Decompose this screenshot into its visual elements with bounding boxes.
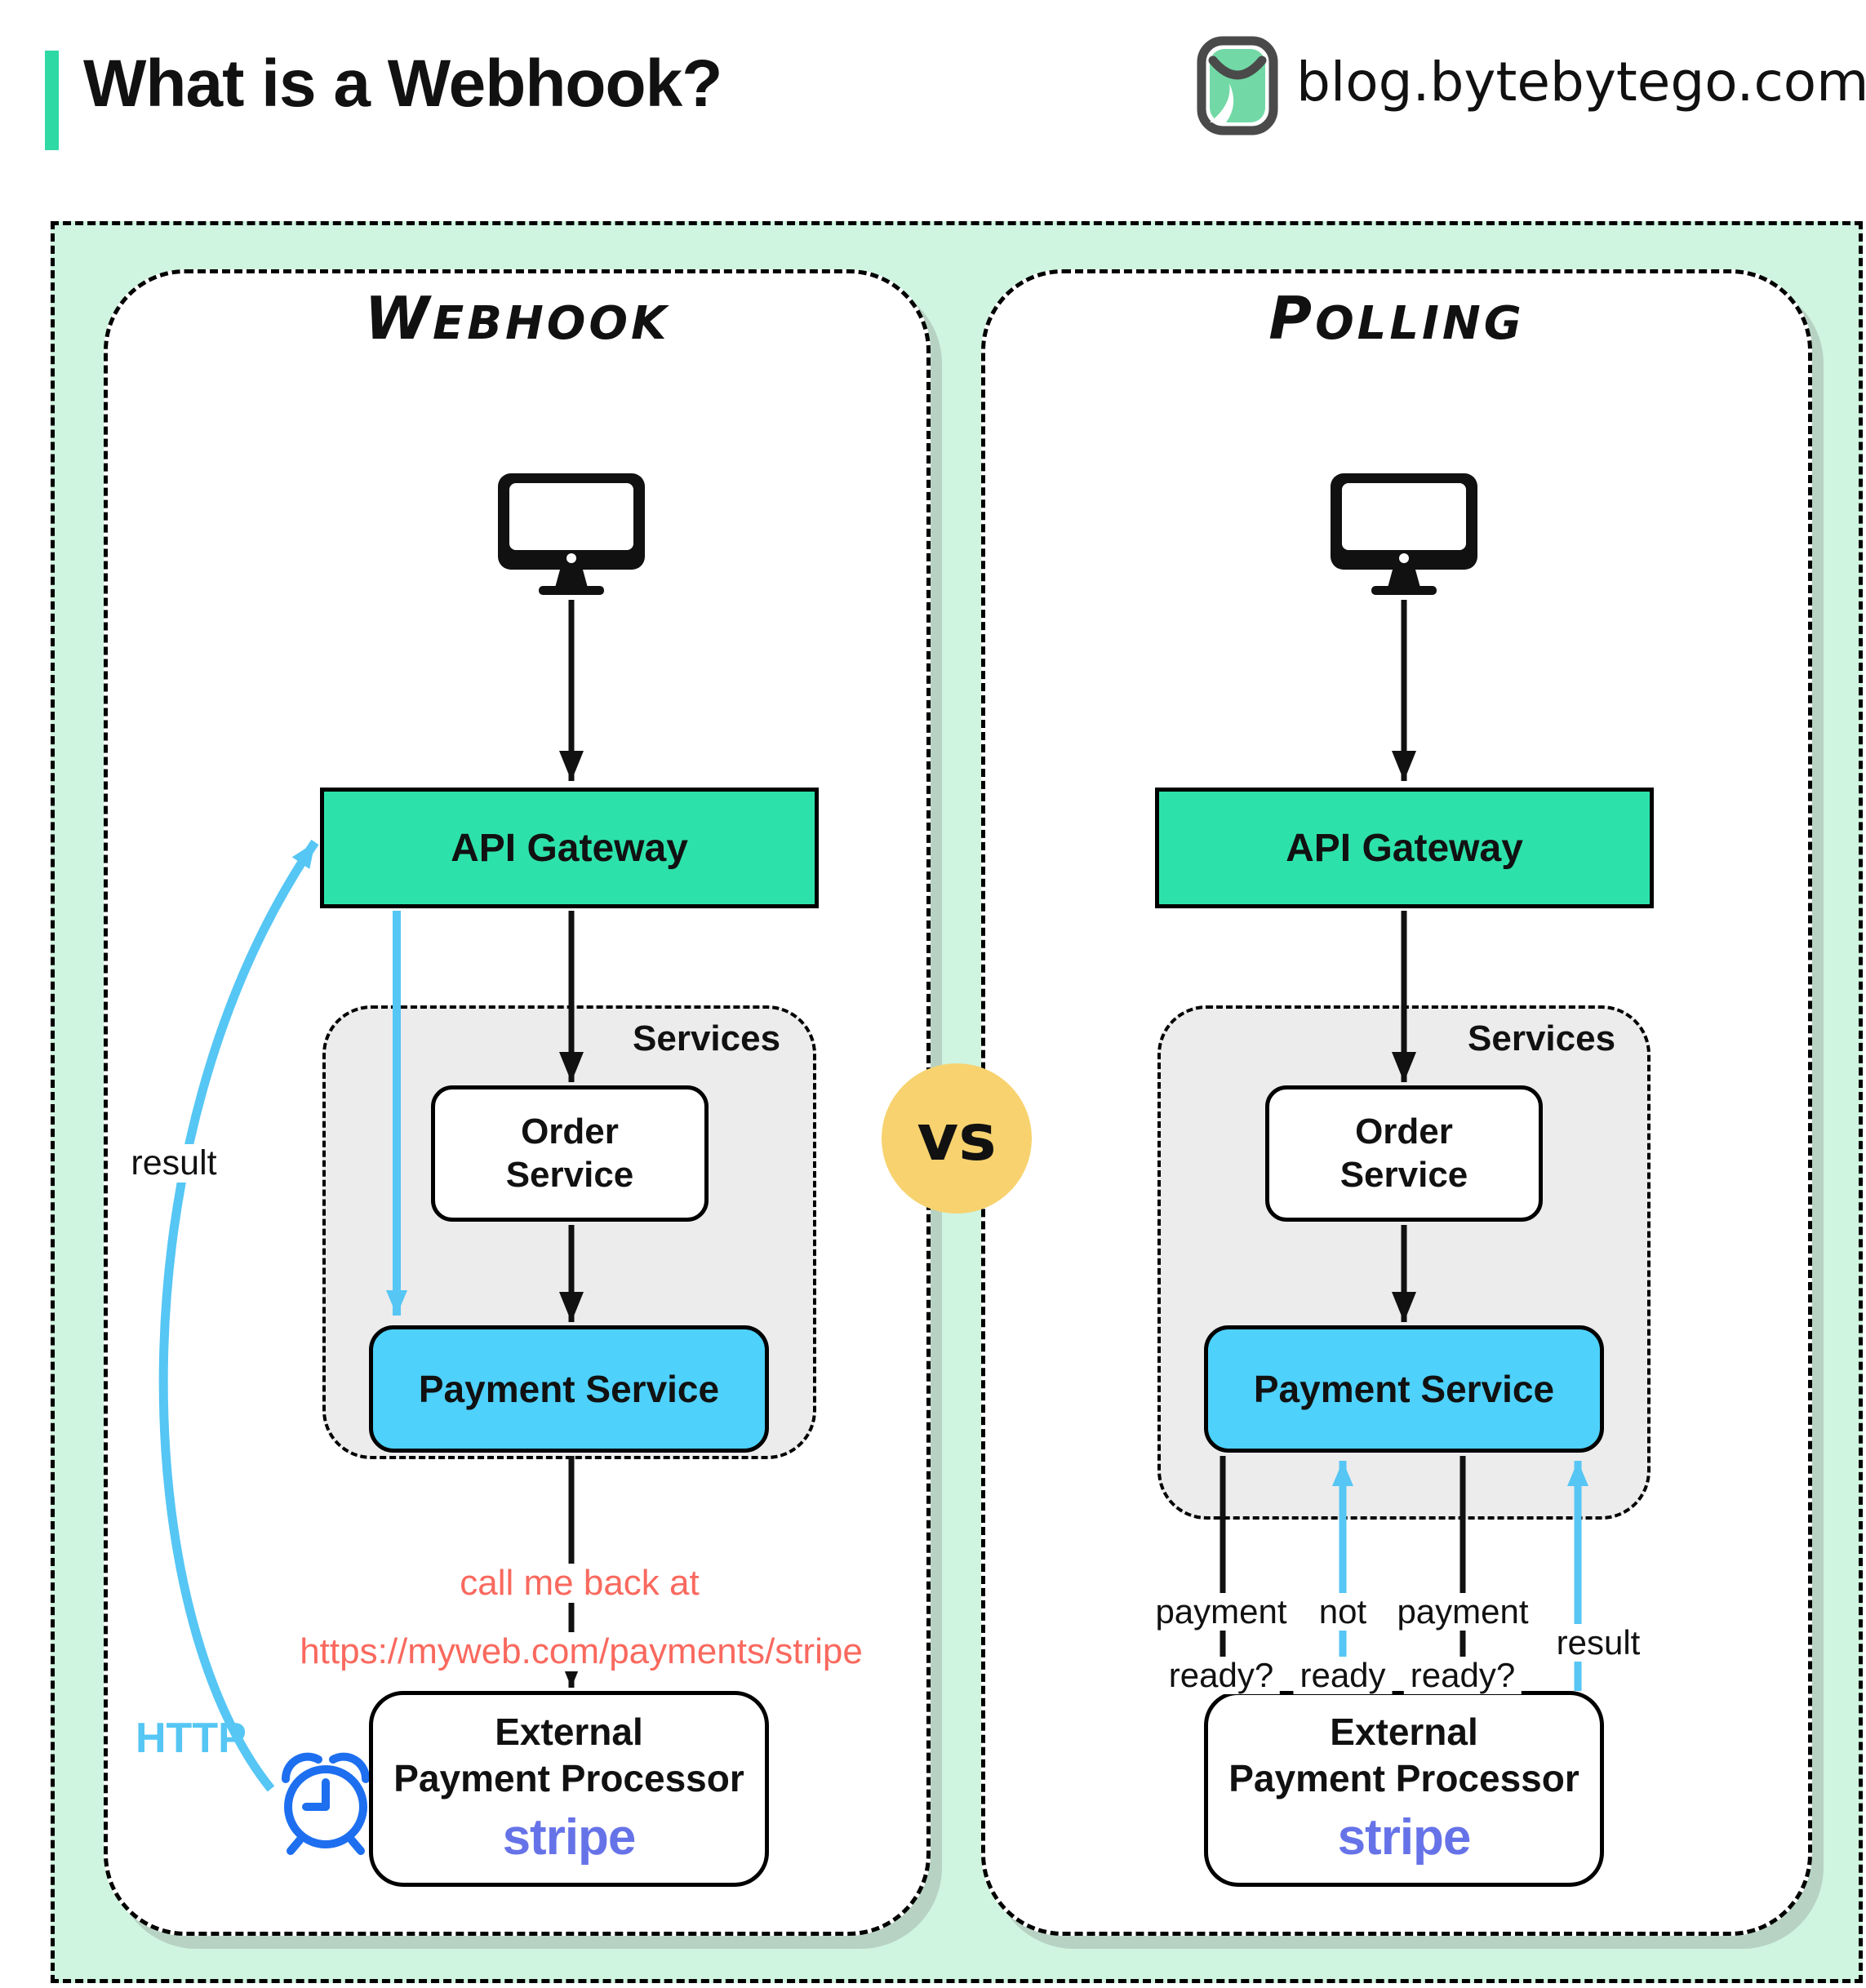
payment-service-label: Payment Service (418, 1368, 720, 1410)
vs-label: vs (917, 1102, 997, 1175)
not-ready-label-b: ready (1293, 1657, 1393, 1695)
callback-note-line1: call me back at (453, 1564, 706, 1604)
callback-note-line2: https://myweb.com/payments/stripe (293, 1632, 869, 1672)
payment-ready-label-1b: ready? (1162, 1657, 1281, 1695)
vs-badge: vs (882, 1063, 1032, 1214)
api-gateway-label: API Gateway (1286, 826, 1523, 870)
payment-service-label: Payment Service (1253, 1368, 1555, 1410)
site-url: blog.bytebytego.com (1296, 51, 1866, 113)
alarm-clock-icon (281, 1752, 371, 1855)
bytebytego-logo-icon (1197, 36, 1278, 135)
computer-icon (1331, 473, 1477, 595)
payment-ready-label-2b: ready? (1403, 1657, 1522, 1695)
webhook-panel-title: Webhook (364, 284, 670, 353)
computer-icon (498, 473, 645, 595)
title-accent-bar (45, 51, 59, 150)
external-processor-box-polling: External Payment Processor stripe (1204, 1691, 1604, 1887)
external-line2: Payment Processor (393, 1757, 744, 1800)
external-line1: External (495, 1710, 643, 1753)
order-service-line1: Order (1355, 1111, 1453, 1152)
payment-ready-label-1a: payment (1148, 1593, 1294, 1631)
api-gateway-label: API Gateway (451, 826, 688, 870)
api-gateway-box-webhook: API Gateway (320, 788, 819, 908)
result-label-polling: result (1549, 1624, 1647, 1662)
external-line1: External (1330, 1710, 1478, 1753)
stripe-logo-text: stripe (1337, 1808, 1472, 1866)
api-gateway-box-polling: API Gateway (1155, 788, 1654, 908)
order-service-line1: Order (521, 1111, 619, 1152)
order-service-line2: Service (505, 1154, 634, 1195)
services-label-webhook: Services (633, 1018, 781, 1058)
external-line2: Payment Processor (1228, 1757, 1579, 1800)
not-ready-label-a: not (1312, 1593, 1374, 1631)
http-label: HTTP (136, 1715, 247, 1762)
order-service-box-polling: Order Service (1265, 1085, 1543, 1222)
order-service-box-webhook: Order Service (431, 1085, 709, 1222)
payment-service-box-webhook: Payment Service (369, 1325, 769, 1453)
order-service-line2: Service (1340, 1154, 1468, 1195)
polling-panel-title: Polling (1268, 284, 1525, 353)
page-title: What is a Webhook? (83, 47, 722, 121)
result-label-webhook: result (124, 1144, 224, 1183)
external-processor-box-webhook: External Payment Processor stripe (369, 1691, 769, 1887)
payment-ready-label-2a: payment (1390, 1593, 1535, 1631)
stripe-logo-text: stripe (502, 1808, 637, 1866)
services-label-polling: Services (1468, 1018, 1616, 1058)
payment-service-box-polling: Payment Service (1204, 1325, 1604, 1453)
